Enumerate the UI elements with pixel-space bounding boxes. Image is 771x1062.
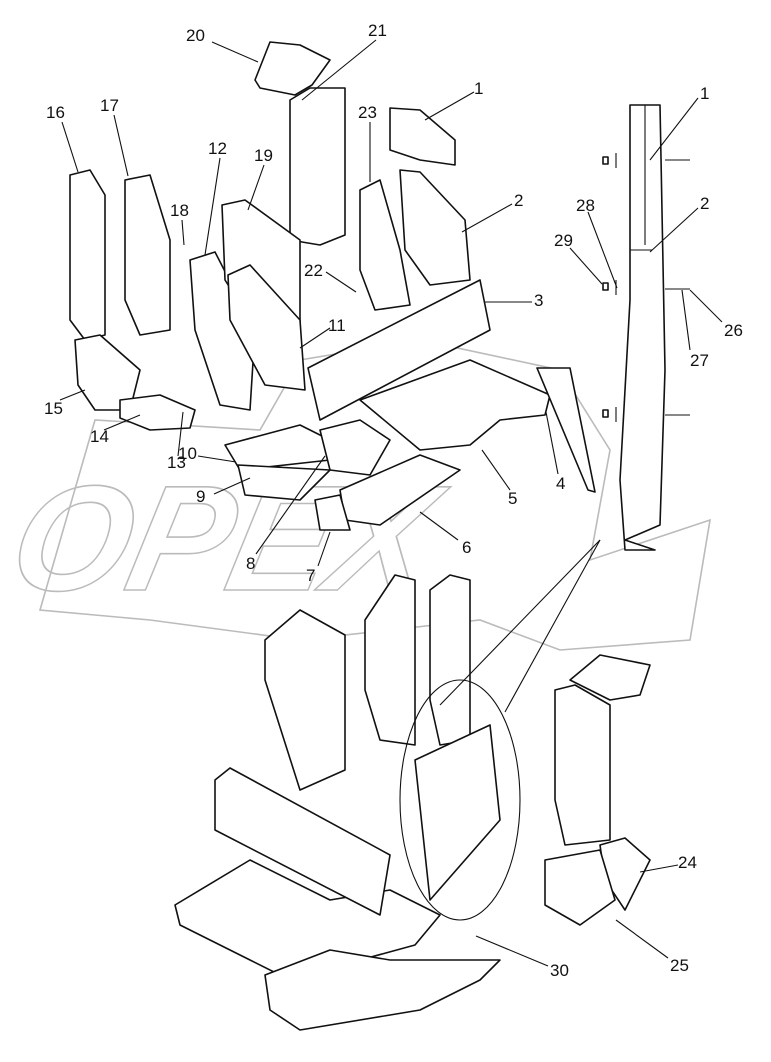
leader-line [419, 511, 459, 541]
leader-line [197, 455, 237, 463]
callout-4: 4 [556, 474, 565, 493]
leader-line [681, 289, 691, 351]
leader-line [424, 91, 475, 121]
leader-line [299, 327, 331, 349]
callout-2: 2 [514, 191, 523, 210]
part-8 [319, 419, 391, 476]
assembled-foot [544, 849, 616, 926]
callout-1: 1 [474, 79, 483, 98]
part-2 [399, 169, 471, 286]
part-12 [189, 251, 256, 411]
bolt-icons [602, 153, 690, 422]
part-11 [227, 264, 306, 391]
callout-26: 26 [724, 321, 743, 340]
leader-line [649, 97, 699, 161]
leader-line [59, 389, 86, 401]
callout-8: 8 [246, 554, 255, 573]
leader-line [113, 114, 129, 177]
callout-24: 24 [678, 853, 697, 872]
leader-line [481, 449, 511, 491]
callout-17: 17 [100, 96, 119, 115]
leader-line [181, 219, 185, 246]
leader-line [317, 531, 331, 567]
part-23 [359, 179, 411, 311]
leader-line [545, 411, 559, 475]
assembled-mid-block-2 [429, 574, 471, 746]
part-21 [289, 87, 346, 246]
part-1 [389, 107, 456, 166]
assembled-lower [264, 949, 501, 1031]
part-17 [124, 174, 171, 336]
callout-18: 18 [170, 201, 189, 220]
part-5 [359, 359, 551, 451]
assembled-wedge [569, 654, 651, 701]
side-view-panel [619, 104, 666, 551]
callout-1: 1 [700, 84, 709, 103]
leader-line [213, 477, 251, 495]
leader-line [639, 864, 679, 873]
callout-16: 16 [46, 103, 65, 122]
assembled-view [174, 539, 651, 1031]
detail-circle [399, 679, 521, 921]
callout-20: 20 [186, 26, 205, 45]
callout-3: 3 [534, 291, 543, 310]
callout-14: 14 [90, 427, 109, 446]
leader-line [204, 157, 221, 256]
leader-line [587, 211, 618, 289]
part-7 [314, 494, 351, 531]
callout-7: 7 [306, 566, 315, 585]
assembled-wall [214, 767, 391, 916]
callout-10: 10 [178, 444, 197, 463]
callout-25: 25 [670, 956, 689, 975]
callout-28: 28 [576, 196, 595, 215]
leader-line [325, 271, 357, 293]
exploded-parts [69, 41, 690, 551]
leader-line [301, 39, 377, 101]
callout-12: 12 [208, 139, 227, 158]
assembled-left-block [264, 609, 346, 791]
part-16 [69, 169, 106, 341]
callout-2: 2 [700, 194, 709, 213]
leader-line [177, 411, 184, 457]
part-14 [119, 394, 196, 431]
callout-6: 6 [462, 538, 471, 557]
leader-line [247, 164, 265, 211]
assembled-mid-block [364, 574, 416, 746]
callout-13: 13 [167, 453, 186, 472]
leader-line [255, 455, 326, 555]
assembled-plate [414, 724, 501, 901]
leader-line [615, 919, 669, 959]
leader-line [569, 247, 603, 285]
assembled-right-block [554, 684, 611, 846]
callout-27: 27 [690, 351, 709, 370]
leader-line [689, 289, 723, 323]
leader-line [211, 41, 259, 63]
callout-23: 23 [358, 103, 377, 122]
leader-line [103, 414, 141, 431]
callout-30: 30 [550, 961, 569, 980]
part-9 [237, 464, 331, 501]
part-4 [536, 367, 596, 493]
leader-line [649, 207, 699, 253]
part-3 [307, 279, 491, 421]
callout-22: 22 [304, 261, 323, 280]
leader-line [461, 203, 513, 233]
callout-11: 11 [328, 316, 346, 335]
callout-15: 15 [44, 399, 63, 418]
leader-line [61, 121, 79, 173]
callout-21: 21 [368, 21, 387, 40]
callout-19: 19 [254, 146, 273, 165]
part-20 [254, 41, 331, 96]
callout-29: 29 [554, 231, 573, 250]
callout-5: 5 [508, 489, 517, 508]
callout-9: 9 [196, 487, 205, 506]
leader-line [475, 935, 549, 967]
